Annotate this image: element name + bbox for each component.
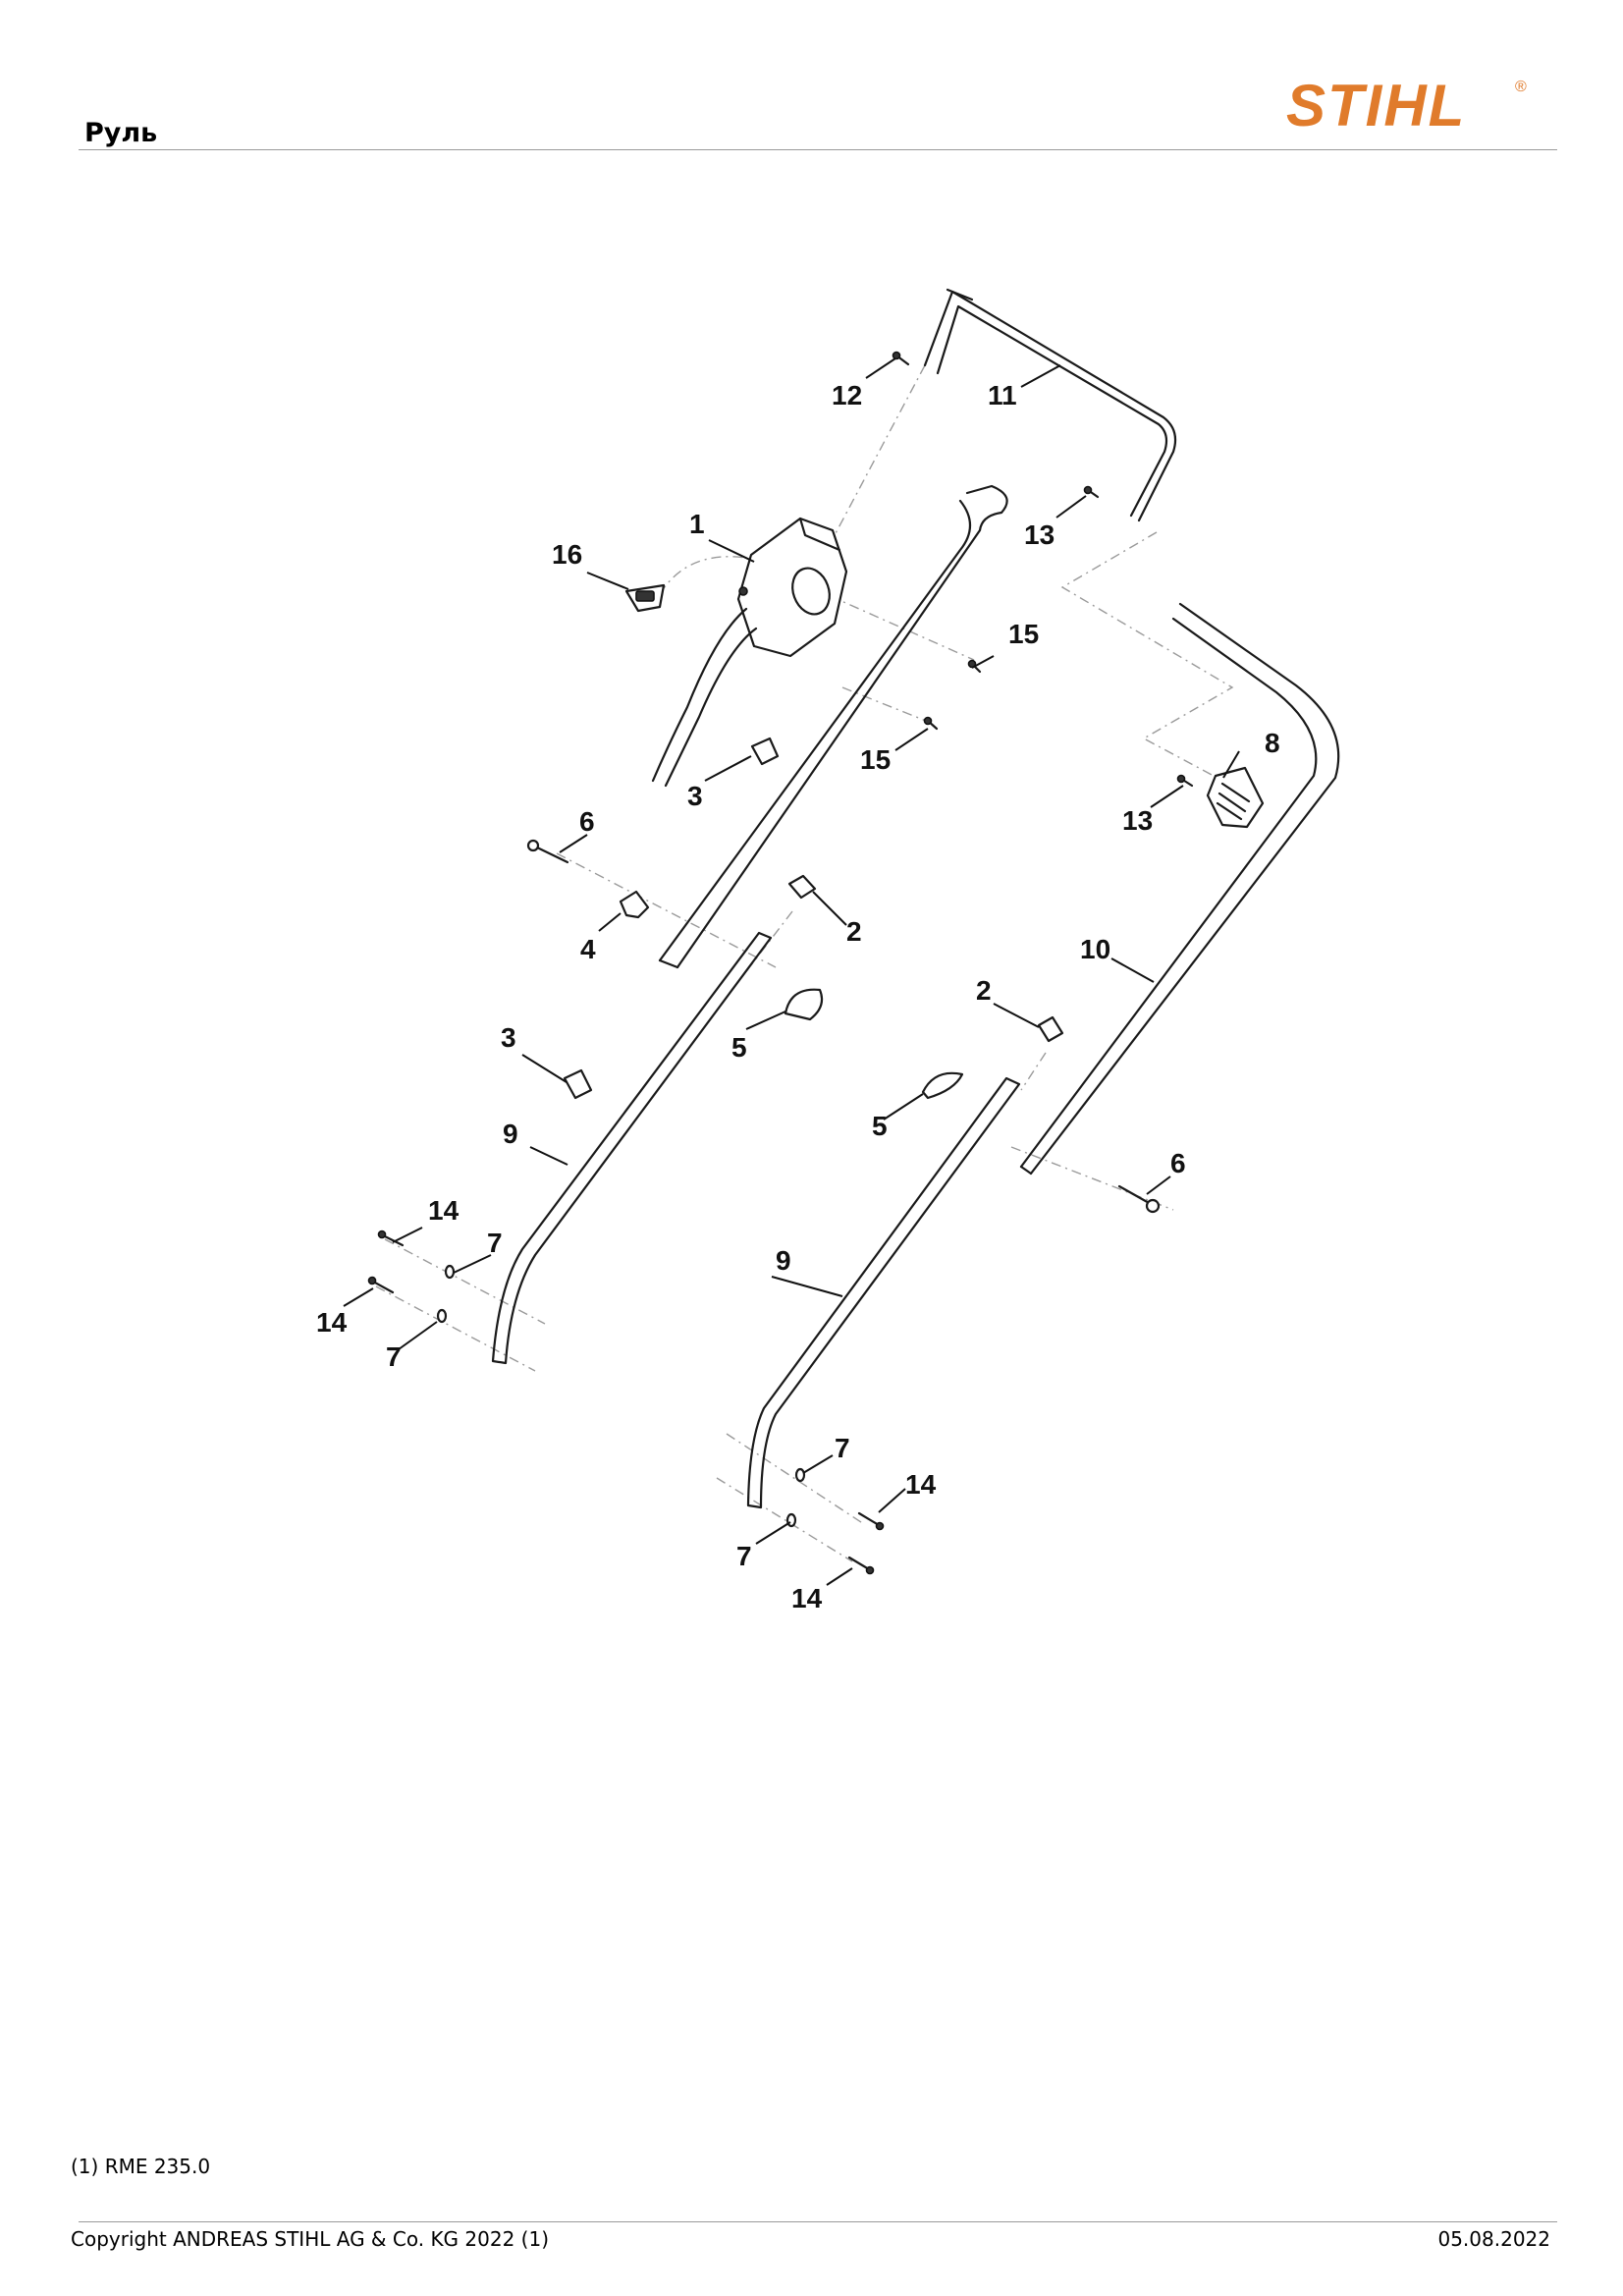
callout-7: 7 [487, 1228, 503, 1258]
callout-7: 7 [736, 1541, 752, 1571]
callout-13: 13 [1122, 805, 1153, 836]
part-7-washers [436, 1264, 806, 1528]
part-16-sticker [624, 583, 666, 613]
footer-divider [79, 2221, 1557, 2222]
callout-10: 10 [1080, 934, 1110, 964]
callout-2: 2 [846, 916, 862, 947]
page-title: Руль [84, 118, 158, 148]
part-9-lower-tubes [491, 931, 1021, 1509]
copyright-text: Copyright ANDREAS STIHL AG & Co. KG 2022… [71, 2227, 550, 2251]
svg-text:STIHL: STIHL [1286, 73, 1466, 138]
model-footnote: (1) RME 235.0 [71, 2155, 211, 2178]
part-2-bushings [787, 874, 1064, 1043]
header-divider [79, 149, 1557, 150]
part-8-cable-holder [1206, 766, 1265, 829]
part-6-bolts [526, 839, 1161, 1214]
callout-16: 16 [552, 539, 582, 570]
callout-3: 3 [687, 781, 703, 811]
part-5-knobs [784, 988, 964, 1100]
part-15-screws [923, 659, 982, 731]
callout-7: 7 [386, 1341, 402, 1372]
callout-1: 1 [689, 509, 705, 539]
callout-5: 5 [872, 1111, 888, 1141]
callout-12: 12 [832, 380, 862, 410]
callout-14: 14 [791, 1583, 823, 1613]
callout-11: 11 [988, 380, 1017, 410]
callout-5: 5 [731, 1032, 747, 1063]
part-13-screws [1083, 485, 1194, 788]
callout-9: 9 [503, 1119, 518, 1149]
callout-8: 8 [1265, 728, 1280, 758]
part-10-right-upper-tube [1019, 602, 1340, 1175]
callout-6: 6 [1170, 1148, 1186, 1178]
part-1-switch-box [651, 517, 848, 788]
callout-2: 2 [976, 975, 992, 1006]
callout-14: 14 [316, 1307, 348, 1338]
callout-6: 6 [579, 806, 595, 837]
svg-text:®: ® [1515, 79, 1527, 95]
part-4-clamp [619, 890, 650, 919]
part-12-screw [892, 351, 910, 366]
stihl-logo: STIHL ® [1286, 73, 1527, 138]
callout-labels: 1 2 2 3 3 4 5 5 6 6 7 7 7 7 8 9 9 10 11 … [316, 380, 1280, 1613]
callout-14: 14 [428, 1195, 460, 1226]
callout-14: 14 [905, 1469, 937, 1500]
part-3-clips [563, 737, 780, 1100]
part-14-bolts [367, 1230, 885, 1575]
footer-date: 05.08.2022 [1437, 2227, 1550, 2251]
callout-15: 15 [860, 744, 891, 775]
callout-4: 4 [580, 934, 596, 964]
callout-3: 3 [501, 1022, 516, 1053]
callout-9: 9 [776, 1245, 791, 1276]
leader-lines [343, 357, 1240, 1586]
callout-7: 7 [835, 1433, 850, 1463]
part-left-upper-tube [658, 484, 1008, 969]
callout-13: 13 [1024, 519, 1055, 550]
part-11-upper-handlebar [923, 288, 1177, 522]
callout-15: 15 [1008, 619, 1039, 649]
